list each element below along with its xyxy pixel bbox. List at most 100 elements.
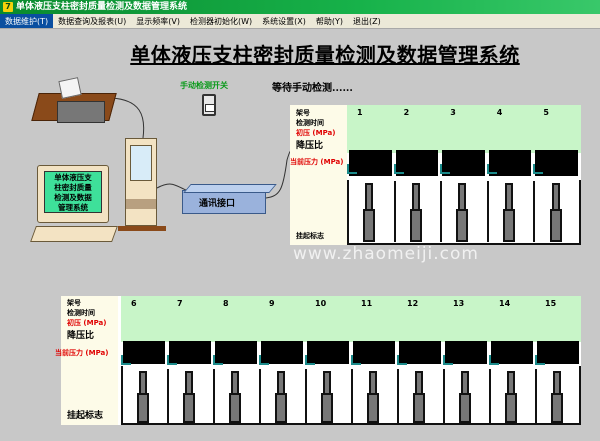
rack-number: 8 [223, 299, 229, 308]
prop-cylinder [409, 209, 422, 242]
rack-number: 9 [269, 299, 275, 308]
hydraulic-prop-cell[interactable] [259, 341, 305, 423]
menu-exit[interactable]: 退出(Z) [353, 17, 381, 26]
menu-display-frequency[interactable]: 显示频率(V) [136, 17, 180, 26]
hydraulic-prop-cell[interactable] [440, 150, 487, 242]
watermark-text: www.zhaomeiji.com [293, 244, 479, 264]
pressure-display [537, 341, 579, 364]
rack-number: 2 [403, 108, 410, 117]
pressure-display [307, 341, 349, 364]
pressure-display [349, 150, 392, 176]
rack-number: 1 [357, 108, 363, 117]
manual-switch-label: 手动检测开关 [180, 81, 228, 90]
pressure-display [488, 150, 532, 176]
prop-cylinder [549, 209, 562, 242]
comm-interface-icon: 通讯接口 [182, 190, 266, 214]
prop-cylinder [363, 209, 376, 242]
hydraulic-prop-cell[interactable] [347, 150, 394, 242]
prop-inner-rod [365, 183, 374, 211]
rack-number: 4 [496, 108, 503, 117]
rack-number: 15 [545, 299, 557, 308]
prop-cylinder [321, 393, 333, 423]
pressure-display [261, 341, 303, 364]
hydraulic-prop-cell[interactable] [305, 341, 351, 423]
prop-cylinder [275, 393, 287, 423]
hydraulic-prop-cell[interactable] [167, 341, 213, 423]
label-current-pressure: 当前压力 (MPa) [290, 158, 344, 166]
menu-detector-init[interactable]: 检测器初始化(W) [189, 17, 253, 26]
prop-cylinder [183, 393, 195, 423]
menu-help[interactable]: 帮助(Y) [315, 17, 343, 26]
connector-icon [535, 355, 545, 365]
menu-data-maintenance[interactable]: 数据维护(T) [0, 14, 54, 28]
hydraulic-prop-cell[interactable] [486, 150, 534, 242]
rack-number: 14 [499, 299, 511, 308]
prop-inner-rod [551, 183, 560, 211]
connector-icon [489, 355, 499, 365]
label-test-time: 检测时间 [67, 309, 95, 317]
pressure-display [491, 341, 533, 364]
connector-icon [443, 355, 453, 365]
prop-cylinder [413, 393, 425, 423]
hydraulic-prop-cell[interactable] [443, 341, 489, 423]
label-initial-pressure: 初压 (MPa) [296, 129, 336, 137]
connector-icon [305, 355, 315, 365]
monitor-screen: 单体液压支 柱密封质量 检测及数据 管理系统 [44, 171, 102, 213]
label-initial-pressure: 初压 (MPa) [67, 319, 107, 327]
connector-icon [533, 164, 544, 174]
connector-icon [440, 164, 451, 174]
label-current-pressure: 当前压力 (MPa) [55, 349, 109, 357]
hydraulic-prop-cell[interactable] [533, 150, 580, 242]
prop-cylinder [459, 393, 471, 423]
upper-data-header [347, 105, 581, 153]
prop-cylinder [456, 209, 469, 242]
prop-cylinder [367, 393, 379, 423]
manual-switch-icon[interactable] [202, 94, 216, 116]
label-drop-ratio: 降压比 [296, 141, 324, 151]
lower-label-column [61, 296, 118, 425]
connector-icon [393, 164, 404, 174]
prop-inner-rod [505, 183, 514, 211]
pressure-display [353, 341, 395, 364]
hydraulic-prop-cell[interactable] [397, 341, 443, 423]
keyboard-icon [30, 226, 118, 242]
status-text: 等待手动检测...... [272, 83, 353, 94]
connector-icon [167, 355, 177, 365]
connector-icon [259, 355, 269, 365]
hydraulic-prop-cell[interactable] [121, 341, 167, 423]
label-suspend-flag: 挂起标志 [67, 411, 104, 421]
computer-tower-icon [125, 138, 157, 226]
rack-number: 6 [131, 299, 137, 308]
menu-query-report[interactable]: 数据查询及报表(U) [58, 17, 127, 26]
label-rack-no: 架号 [67, 299, 81, 307]
upper-label-column [290, 105, 347, 245]
hydraulic-prop-cell[interactable] [213, 341, 259, 423]
connector-icon [347, 164, 357, 174]
pressure-display [123, 341, 165, 364]
page-title: 单体液压支柱密封质量检测及数据管理系统 [130, 43, 520, 67]
prop-cylinder [505, 393, 517, 423]
hydraulic-prop-cell[interactable] [535, 341, 581, 423]
rack-number: 11 [361, 299, 373, 308]
label-test-time: 检测时间 [296, 119, 324, 127]
pressure-display [395, 150, 439, 176]
title-bar: 7 单体液压支柱密封质量检测及数据管理系统 [0, 0, 600, 14]
window-title: 单体液压支柱密封质量检测及数据管理系统 [16, 2, 188, 12]
rack-number: 12 [407, 299, 419, 308]
menu-bar: 数据维护(T) 数据查询及报表(U) 显示频率(V) 检测器初始化(W) 系统设… [0, 14, 600, 29]
pressure-display [535, 150, 578, 176]
monitor-icon: 单体液压支 柱密封质量 检测及数据 管理系统 [37, 165, 109, 223]
pressure-display [169, 341, 211, 364]
menu-system-settings[interactable]: 系统设置(X) [262, 17, 306, 26]
rack-number: 5 [543, 108, 549, 117]
app-icon: 7 [3, 2, 13, 12]
connector-icon [351, 355, 361, 365]
connector-icon [486, 164, 497, 174]
rack-number: 13 [453, 299, 465, 308]
hydraulic-prop-cell[interactable] [351, 341, 397, 423]
hydraulic-prop-cell[interactable] [489, 341, 535, 423]
prop-cylinder [137, 393, 149, 423]
rack-number: 10 [315, 299, 327, 308]
hydraulic-prop-cell[interactable] [393, 150, 441, 242]
tower-base [118, 226, 166, 231]
